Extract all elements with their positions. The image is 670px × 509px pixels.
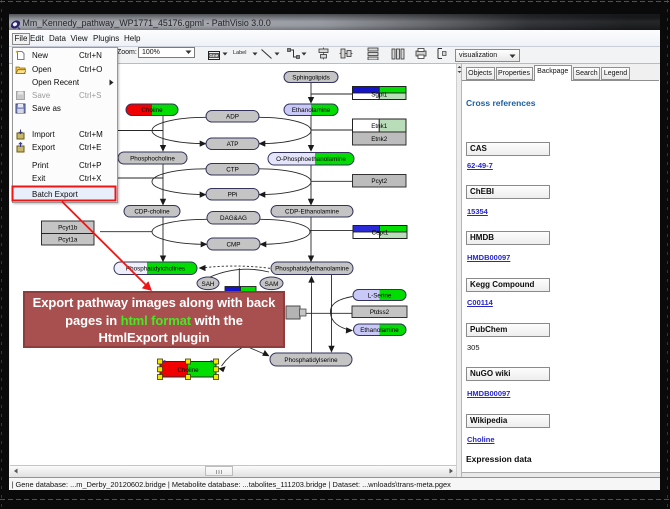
- svg-text:Choline: Choline: [177, 367, 199, 374]
- svg-text:Sphingolipids: Sphingolipids: [292, 75, 329, 82]
- svg-text:L-Serine: L-Serine: [368, 292, 392, 299]
- svg-text:ATP: ATP: [227, 141, 239, 148]
- svg-text:SAM: SAM: [265, 281, 279, 288]
- svg-text:DAG&AG: DAG&AG: [220, 215, 247, 222]
- svg-text:Phosphatidylserine: Phosphatidylserine: [284, 357, 338, 364]
- svg-text:O-Phosphoethanolamine: O-Phosphoethanolamine: [276, 156, 346, 163]
- svg-text:Phosphatidylethanolamine: Phosphatidylethanolamine: [275, 266, 349, 273]
- svg-text:Pcyt1a: Pcyt1a: [58, 237, 78, 244]
- svg-text:SAH: SAH: [202, 281, 215, 288]
- svg-text:Ethanolamine: Ethanolamine: [292, 107, 331, 114]
- svg-text:Phosphatidylcholines: Phosphatidylcholines: [126, 266, 185, 273]
- svg-text:Ptdss2: Ptdss2: [370, 309, 390, 316]
- svg-text:Cept1: Cept1: [372, 230, 389, 237]
- svg-text:PPi: PPi: [228, 192, 238, 199]
- svg-text:CMP: CMP: [227, 241, 241, 248]
- svg-text:Sgpl1: Sgpl1: [371, 91, 388, 98]
- svg-text:Choline: Choline: [141, 107, 163, 114]
- svg-text:Etnk1: Etnk1: [371, 123, 388, 130]
- svg-text:CTP: CTP: [226, 167, 239, 174]
- svg-text:ADP: ADP: [226, 114, 239, 121]
- svg-text:Pcyt1b: Pcyt1b: [58, 225, 78, 232]
- svg-text:Etnk2: Etnk2: [371, 136, 388, 143]
- svg-text:Ethanolamine: Ethanolamine: [360, 327, 399, 334]
- svg-text:CDP-choline: CDP-choline: [134, 209, 170, 216]
- svg-text:CDP-Ethanolamine: CDP-Ethanolamine: [285, 209, 339, 216]
- svg-text:Pcyt2: Pcyt2: [371, 178, 387, 185]
- svg-text:Phosphocholine: Phosphocholine: [130, 155, 175, 162]
